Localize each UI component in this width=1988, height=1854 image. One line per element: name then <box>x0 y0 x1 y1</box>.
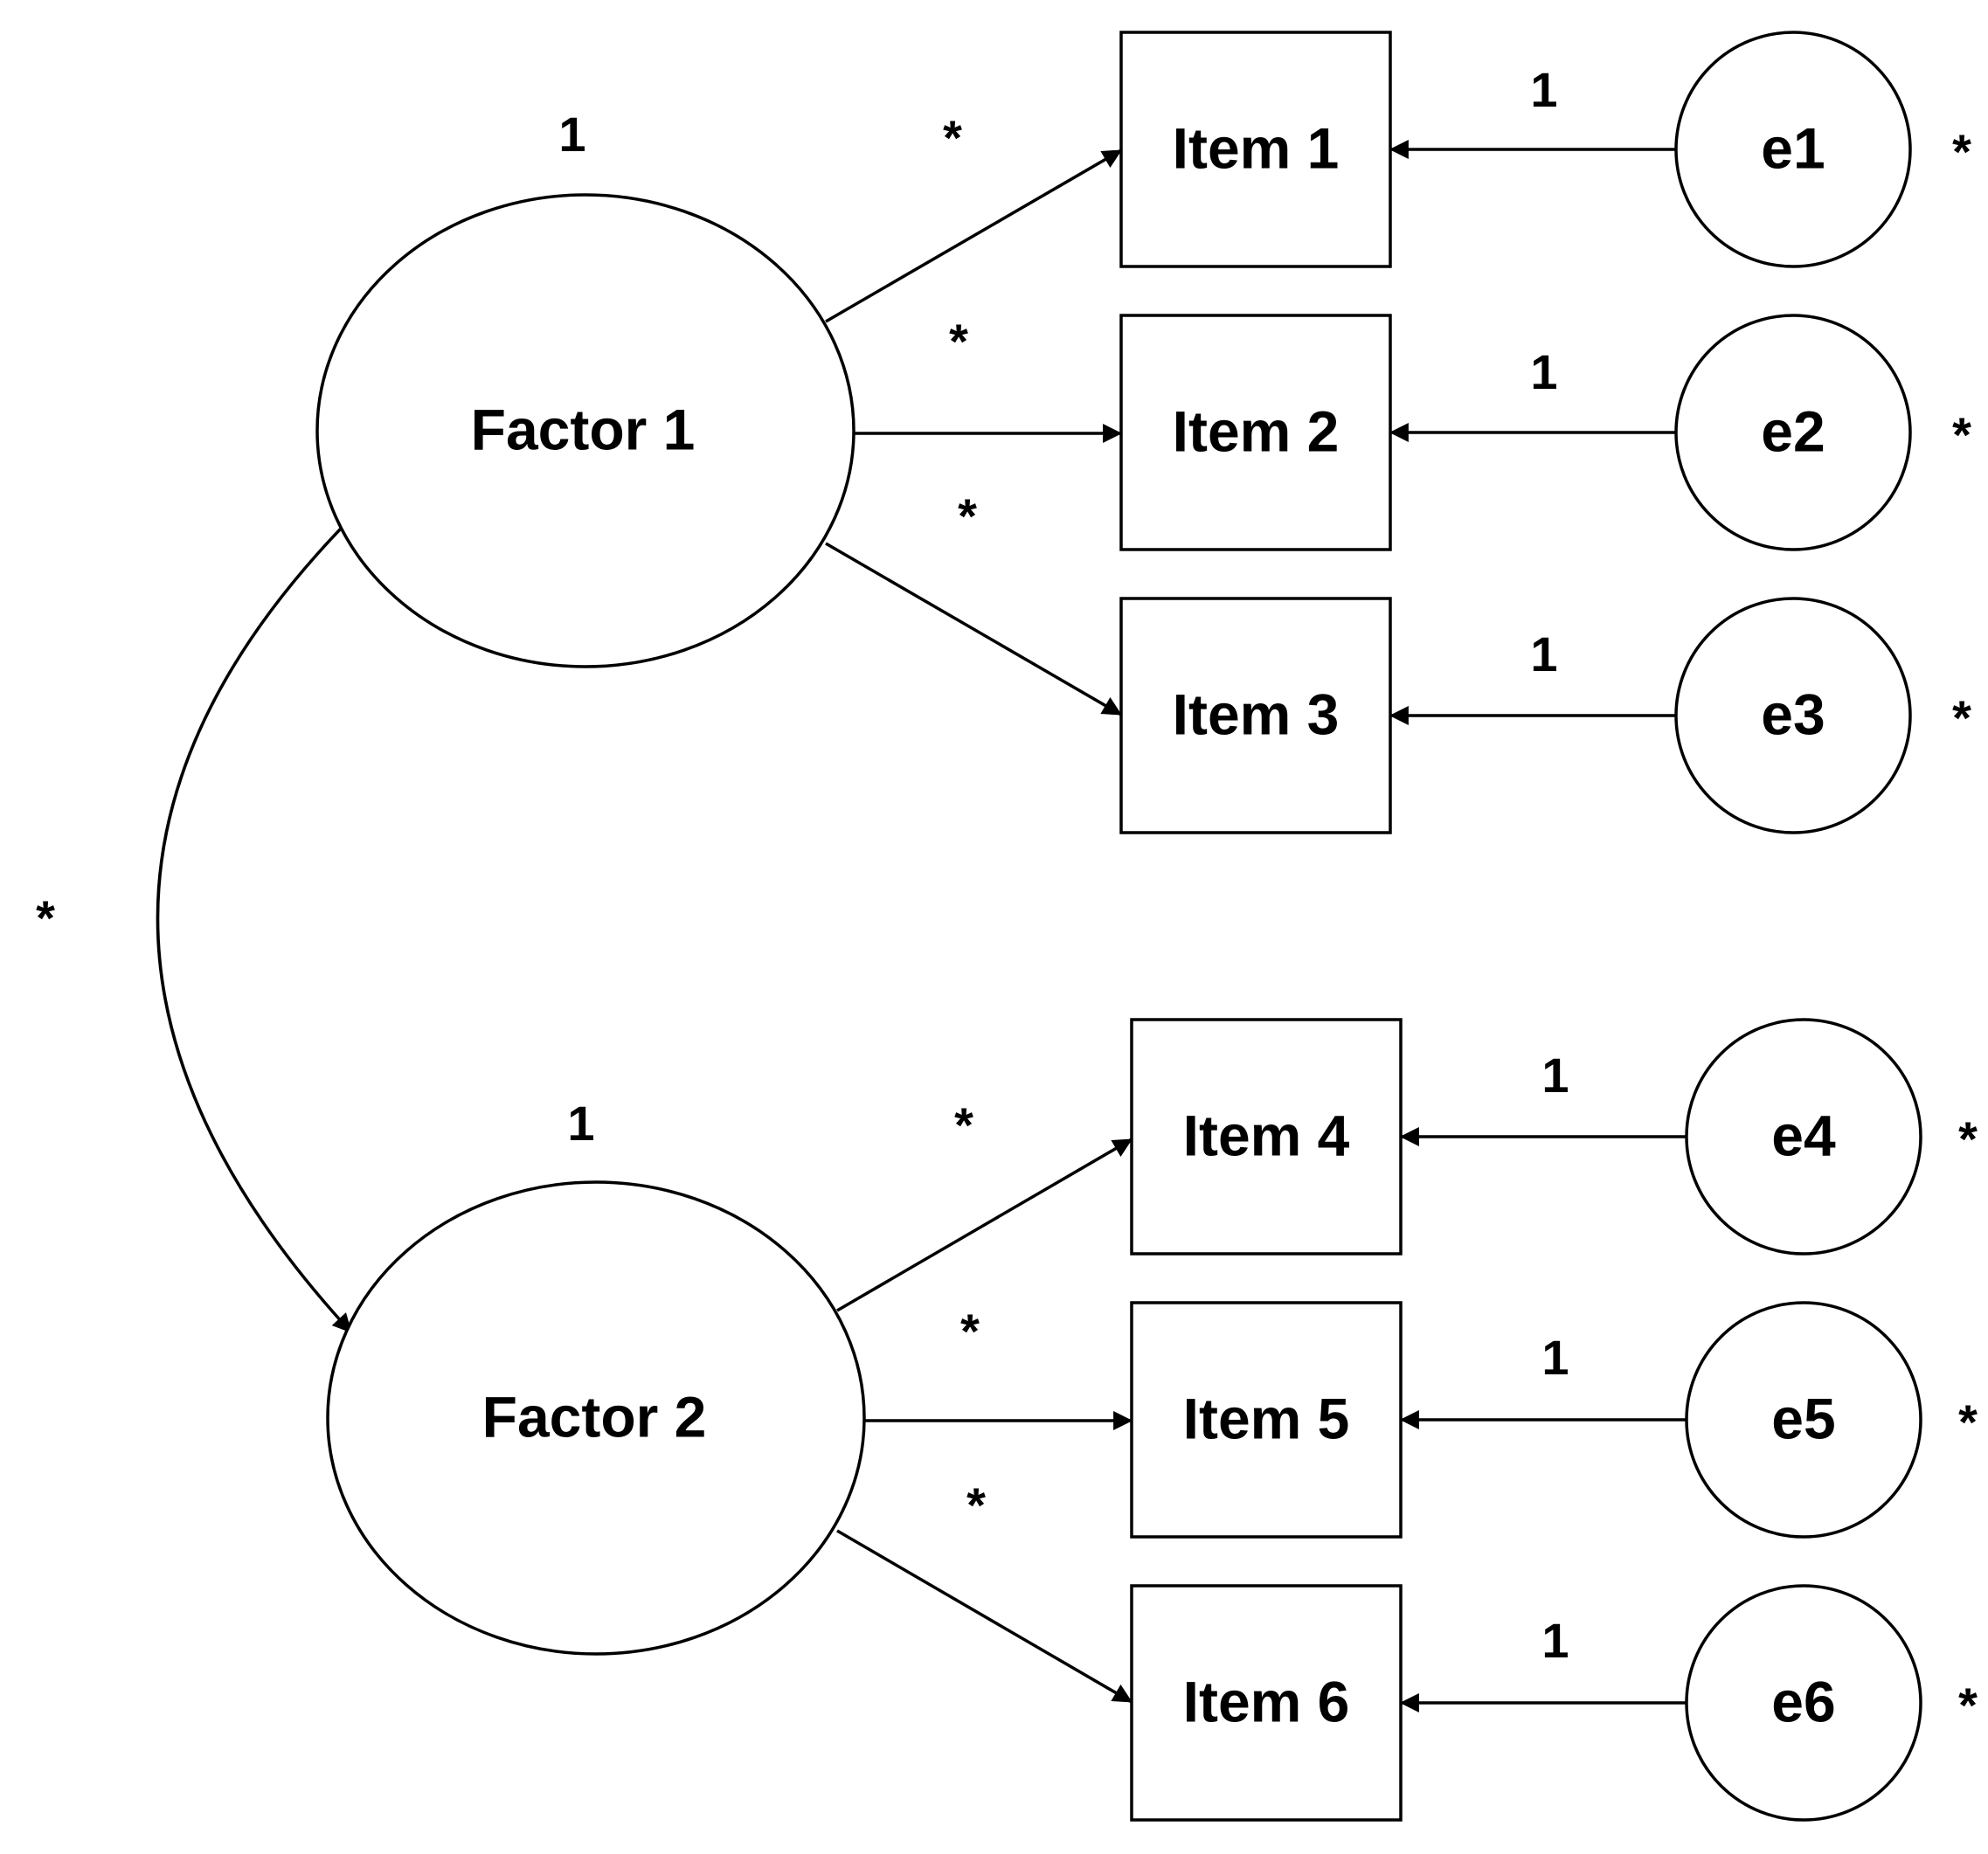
loading-label-item-3: * <box>958 488 977 543</box>
loading-label-item-2: * <box>949 314 968 369</box>
error-variance-label-e3: * <box>1952 690 1971 745</box>
error-path-label-e5: 1 <box>1541 1330 1569 1385</box>
error-variance-label-e4: * <box>1958 1111 1978 1166</box>
error-e1-circle <box>1674 31 1912 268</box>
factor-1-variance-label: 1 <box>558 107 585 162</box>
item-4-label: Item 4 <box>1183 1103 1350 1167</box>
error-e4-circle <box>1685 1018 1922 1256</box>
error-variance-label-e2: * <box>1952 407 1971 462</box>
error-path-label-e1: 1 <box>1530 62 1557 117</box>
factor-2-ellipse <box>326 1180 866 1656</box>
factor-2-node: Factor 2 <box>326 1180 866 1656</box>
error-path-label-e3: 1 <box>1530 626 1557 681</box>
error-e3-node: e3 <box>1674 597 1912 834</box>
loading-arrow-item-1 <box>825 149 1122 323</box>
item-6-node: Item 6 <box>1130 1584 1403 1822</box>
item-2-box <box>1119 314 1392 551</box>
error-e4-label: e4 <box>1771 1103 1836 1167</box>
factor-1-node: Factor 1 <box>315 193 855 668</box>
error-path-label-e4: 1 <box>1541 1048 1569 1103</box>
factor-2-variance-label: 1 <box>567 1096 594 1151</box>
item-3-label: Item 3 <box>1173 681 1340 746</box>
item-1-box <box>1119 31 1392 268</box>
loading-label-item-4: * <box>954 1097 973 1152</box>
item-3-node: Item 3 <box>1119 597 1392 834</box>
loading-label-item-1: * <box>943 110 962 165</box>
item-5-node: Item 5 <box>1130 1301 1403 1539</box>
error-e2-node: e2 <box>1674 314 1912 551</box>
error-variance-label-e1: * <box>1952 124 1971 179</box>
error-e4-node: e4 <box>1685 1018 1922 1256</box>
factor-2-label: Factor 2 <box>482 1384 707 1449</box>
error-e6-label: e6 <box>1771 1669 1835 1733</box>
error-e6-node: e6 <box>1685 1584 1922 1822</box>
loading-label-item-5: * <box>960 1304 980 1359</box>
error-e3-label: e3 <box>1761 681 1825 746</box>
item-1-node: Item 1 <box>1119 31 1392 268</box>
item-2-node: Item 2 <box>1119 314 1392 551</box>
error-e2-label: e2 <box>1761 398 1825 463</box>
item-2-label: Item 2 <box>1173 398 1340 463</box>
error-e1-label: e1 <box>1761 115 1825 180</box>
item-6-label: Item 6 <box>1183 1669 1350 1733</box>
factor-1-ellipse <box>315 193 855 668</box>
error-e3-circle <box>1674 597 1912 834</box>
error-e5-label: e5 <box>1771 1386 1835 1450</box>
factor-covariance-arrow <box>156 508 361 1334</box>
error-e6-circle <box>1685 1584 1922 1822</box>
item-6-box <box>1130 1584 1403 1822</box>
error-path-label-e2: 1 <box>1530 344 1557 399</box>
error-path-label-e6: 1 <box>1541 1613 1569 1668</box>
error-variance-label-e5: * <box>1958 1394 1978 1449</box>
error-e1-node: e1 <box>1674 31 1912 268</box>
error-variance-label-e6: * <box>1958 1678 1978 1733</box>
item-5-label: Item 5 <box>1183 1386 1350 1450</box>
error-e5-node: e5 <box>1685 1301 1922 1539</box>
error-e5-circle <box>1685 1301 1922 1539</box>
loading-arrow-item-6 <box>836 1529 1133 1704</box>
factor-1-label: Factor 1 <box>471 397 696 461</box>
loading-label-item-6: * <box>966 1477 986 1532</box>
covariance-label: * <box>36 890 55 945</box>
loading-arrow-item-3 <box>825 542 1122 716</box>
item-4-node: Item 4 <box>1130 1018 1403 1256</box>
item-1-label: Item 1 <box>1173 115 1340 180</box>
loading-arrow-item-4 <box>836 1138 1133 1312</box>
error-e2-circle <box>1674 314 1912 551</box>
